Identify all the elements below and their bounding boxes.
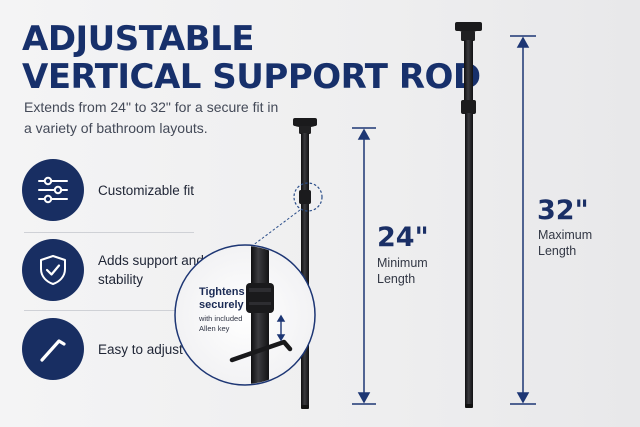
max-length-dimension — [510, 35, 536, 405]
sliders-icon — [38, 176, 68, 204]
feature-label: Adds support and stability — [98, 253, 204, 287]
feature-badge — [22, 318, 84, 380]
feature-badge — [22, 239, 84, 301]
divider — [24, 310, 194, 311]
feature-label: Customizable fit — [98, 182, 195, 198]
adjust-arrow-icon — [276, 314, 286, 342]
callout-line — [247, 209, 301, 250]
short-rod — [293, 118, 317, 409]
min-length-dimension — [352, 127, 376, 405]
feature-easy-adjust: Easy to adjust — [22, 318, 208, 380]
tall-rod — [455, 22, 482, 408]
inset-heading: Tightens securely — [199, 286, 245, 311]
allen-key-icon — [40, 339, 66, 362]
feature-customizable-fit: Customizable fit — [22, 159, 208, 221]
callout-circle — [293, 182, 323, 212]
page-title: ADJUSTABLE VERTICAL SUPPORT ROD — [22, 20, 481, 96]
feature-support-stability: Adds support and stability — [22, 239, 208, 301]
feature-label: Easy to adjust — [98, 341, 183, 357]
divider — [24, 232, 194, 233]
title-line-1: ADJUSTABLE — [22, 19, 254, 59]
min-length-value: 24" — [377, 222, 429, 253]
shield-check-icon — [40, 255, 66, 285]
subtitle: Extends from 24" to 32" for a secure fit… — [24, 99, 279, 136]
min-length-label: Minimum Length — [377, 256, 428, 286]
feature-badge — [22, 159, 84, 221]
max-length-label: Maximum Length — [538, 228, 593, 258]
zoom-inset — [174, 244, 316, 386]
inset-caption: with included Allen key — [199, 314, 243, 333]
title-line-2: VERTICAL SUPPORT ROD — [22, 57, 481, 97]
max-length-value: 32" — [537, 195, 589, 226]
